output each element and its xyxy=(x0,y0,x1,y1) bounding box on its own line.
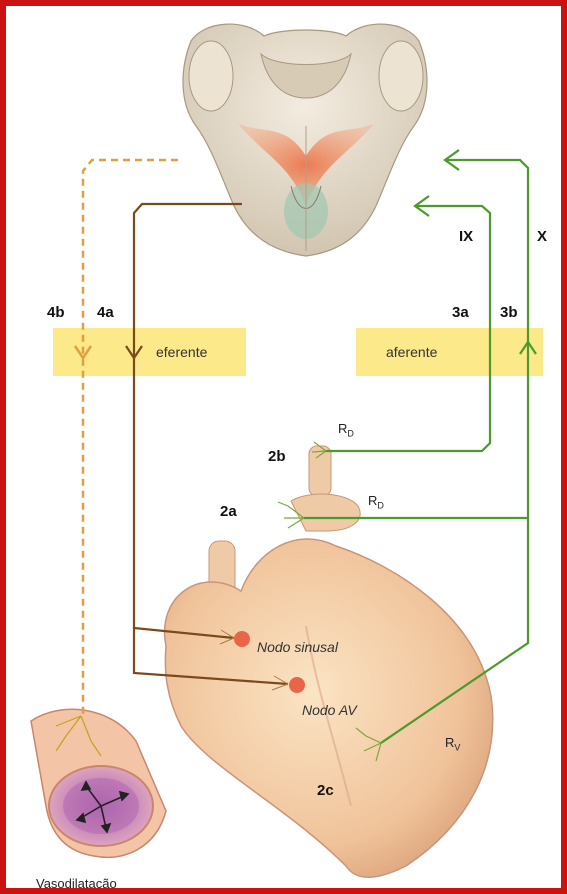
label-3b: 3b xyxy=(500,304,518,321)
label-3a: 3a xyxy=(452,304,469,321)
label-x: X xyxy=(537,228,547,245)
av-node-label: Nodo AV xyxy=(302,702,357,718)
av-node-dot xyxy=(289,677,305,693)
label-ix: IX xyxy=(459,228,473,245)
label-4b: 4b xyxy=(47,304,65,321)
label-4a: 4a xyxy=(97,304,114,321)
blood-vessel-illustration xyxy=(31,709,166,857)
label-2a: 2a xyxy=(220,503,237,520)
afferent-band xyxy=(356,328,543,376)
afferent-label: aferente xyxy=(386,344,437,360)
sinus-node-label: Nodo sinusal xyxy=(257,639,338,655)
label-rd-mid: RD xyxy=(368,493,384,511)
brainstem-illustration xyxy=(183,24,427,256)
label-rd-top: RD xyxy=(338,421,354,439)
label-2c: 2c xyxy=(317,782,334,799)
efferent-label: eferente xyxy=(156,344,207,360)
heart-illustration xyxy=(165,446,493,877)
vasodilatation-caption: Vasodilatação xyxy=(36,876,117,891)
diagram-graphic xyxy=(6,6,567,894)
sinus-node-dot xyxy=(234,631,250,647)
label-2b: 2b xyxy=(268,448,286,465)
label-rv: RV xyxy=(445,735,460,753)
